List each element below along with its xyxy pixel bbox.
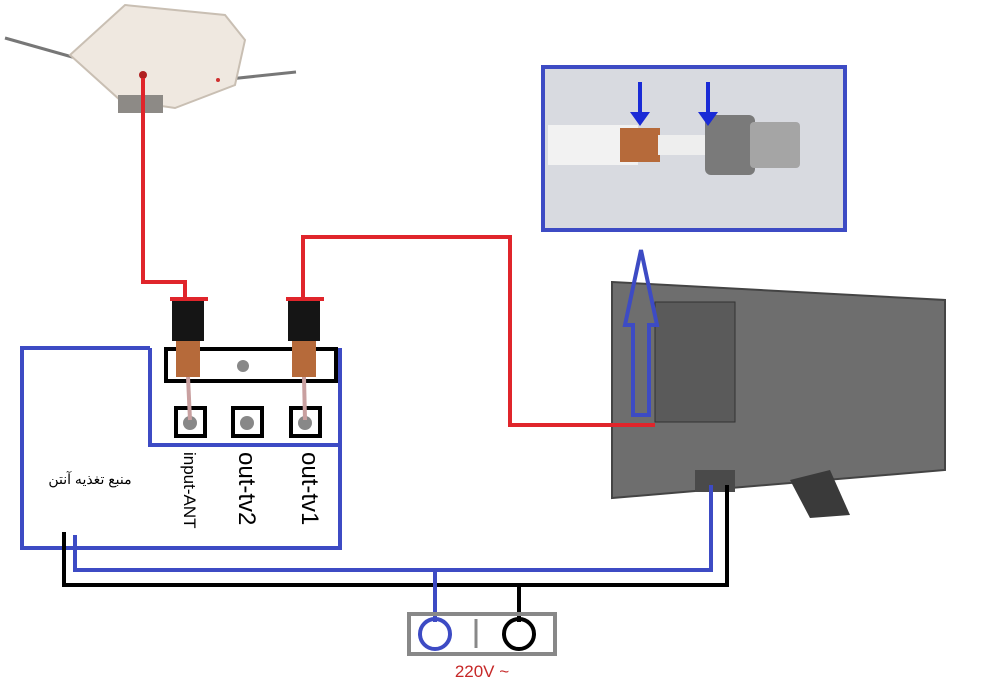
- coax-connector: [286, 297, 324, 421]
- blue-power-wire: [73, 485, 713, 572]
- voltage-label: 220V ~: [455, 662, 509, 681]
- connector-photo: [541, 65, 847, 232]
- power-outlet: [407, 612, 557, 656]
- terminal-out-tv2: [231, 406, 264, 438]
- coax-connector: [170, 297, 208, 421]
- out-tv2-label: out-tv2: [233, 452, 260, 525]
- coax-cable-tv: [301, 235, 655, 427]
- arrow-down-icon: [698, 82, 718, 126]
- tv-back-image: [604, 275, 958, 522]
- input-ant-label: input-ANT: [180, 452, 199, 529]
- black-power-wire: [62, 485, 729, 587]
- coax-cable-antenna: [141, 78, 187, 298]
- antenna-image: [4, 3, 297, 113]
- out-tv1-label: out-tv1: [296, 452, 323, 525]
- power-supply-label: منبع تغذیه آنتن: [48, 470, 131, 488]
- arrow-down-icon: [630, 82, 650, 126]
- hollow-arrow-up-icon: [622, 249, 660, 417]
